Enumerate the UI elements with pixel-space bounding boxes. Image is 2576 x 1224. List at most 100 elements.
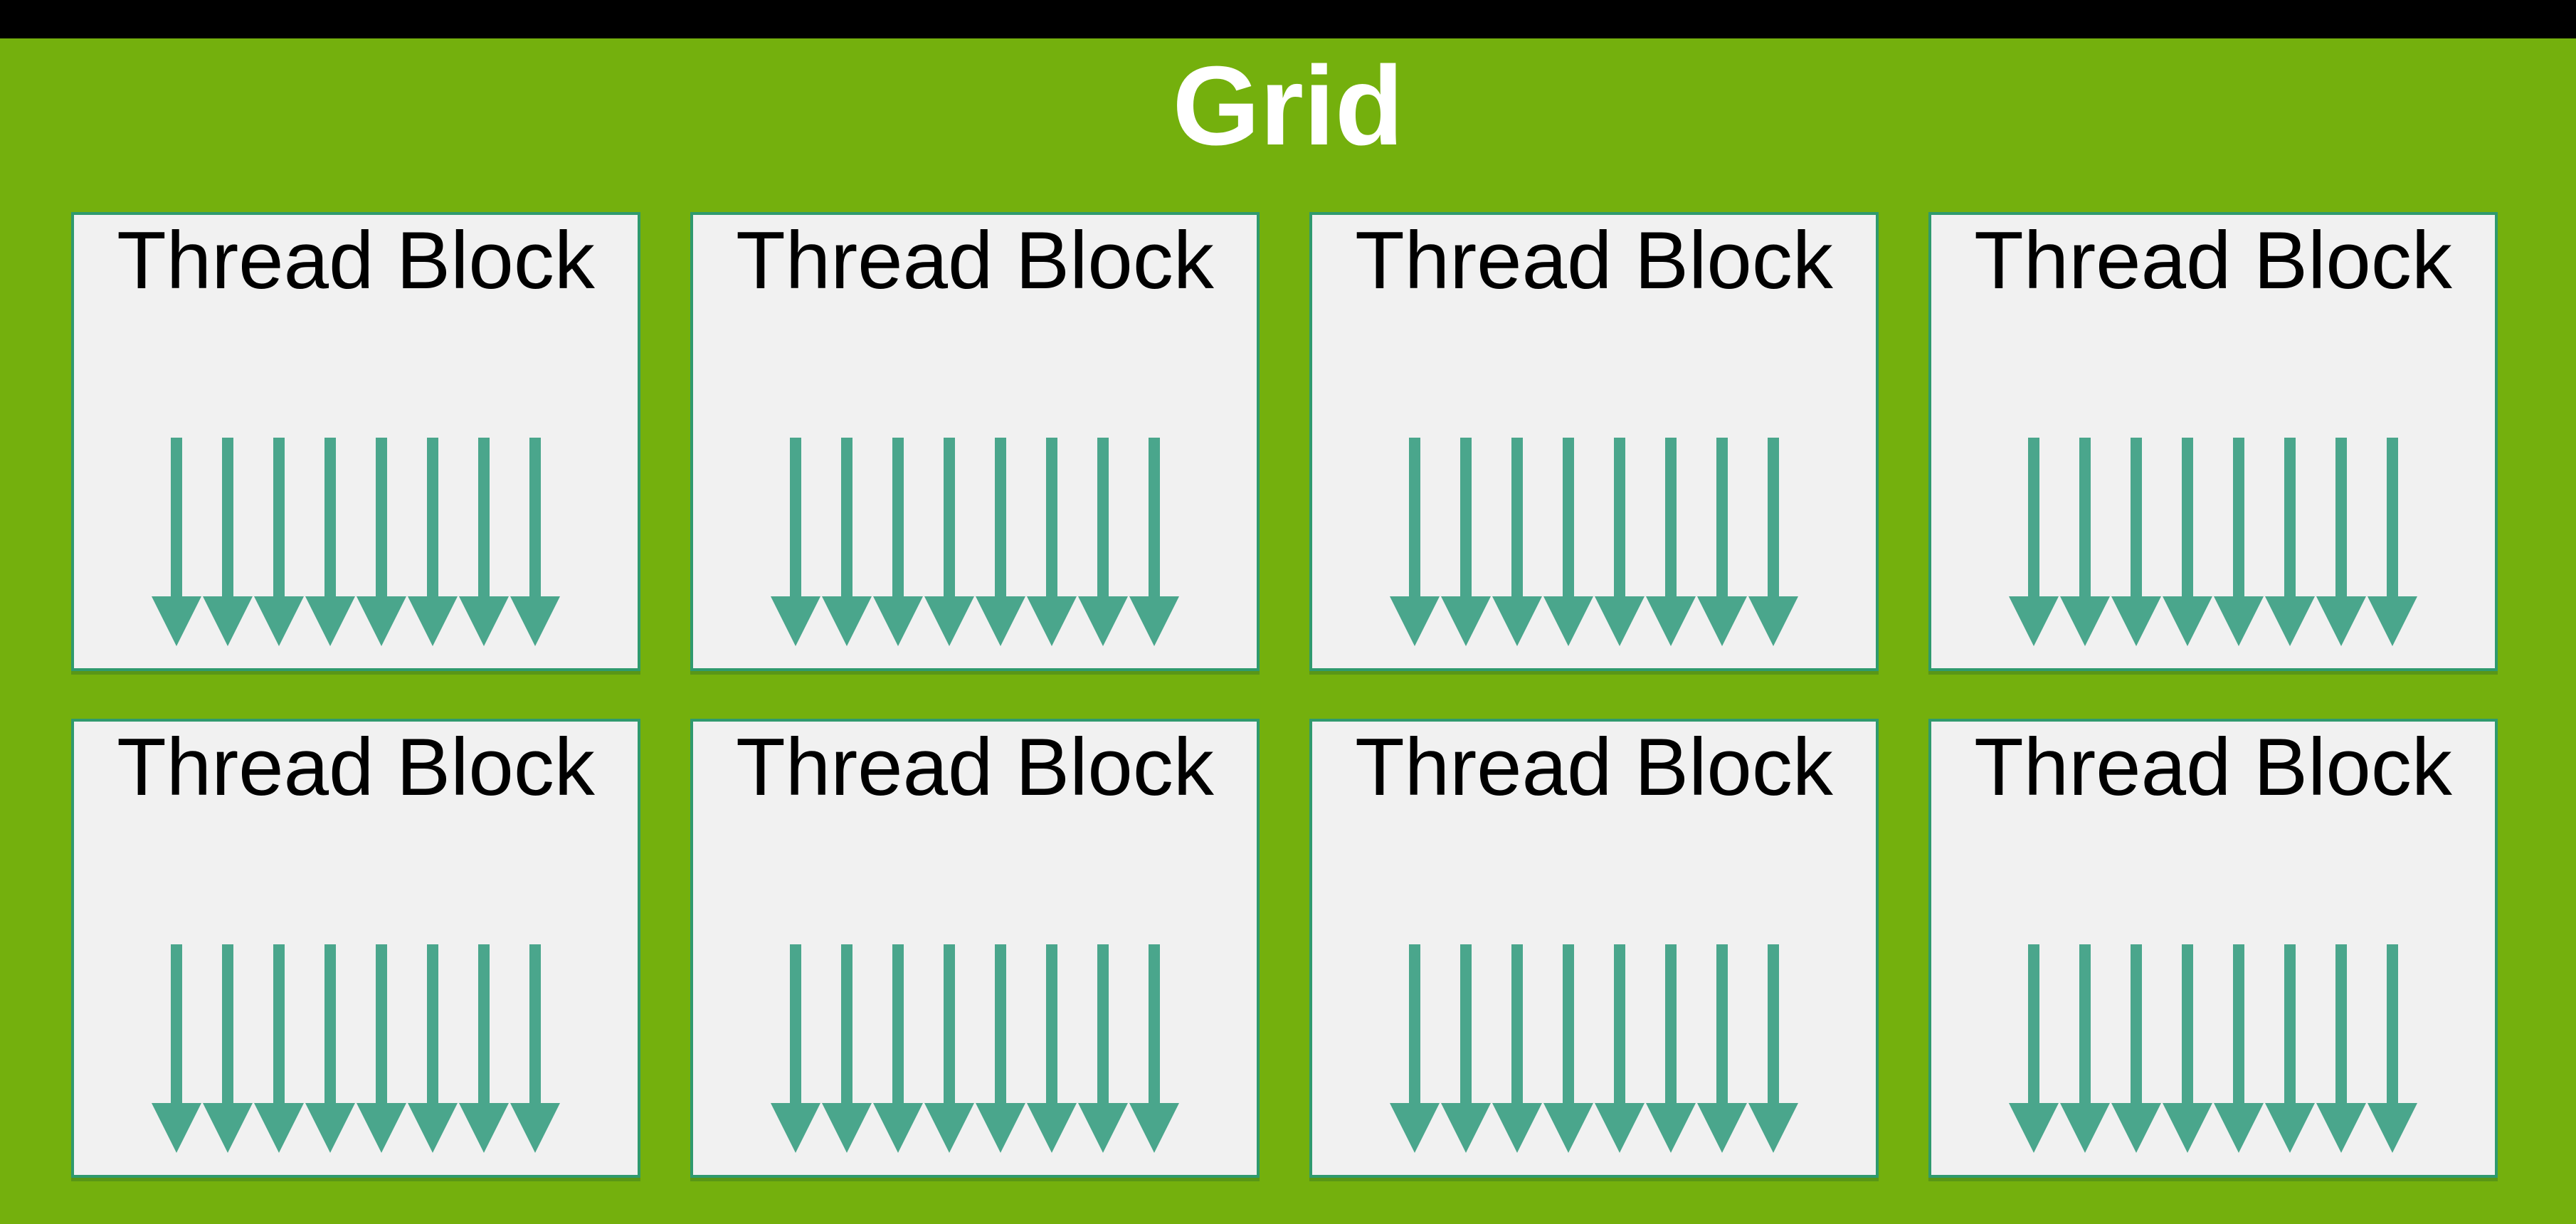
arrow-head bbox=[459, 1103, 509, 1153]
arrow-stem bbox=[790, 944, 801, 1103]
arrow-stem bbox=[273, 944, 285, 1103]
arrow-head bbox=[2316, 596, 2366, 646]
arrow-stem bbox=[1614, 944, 1625, 1103]
thread-arrow-icon bbox=[924, 438, 974, 646]
arrow-head bbox=[1697, 1103, 1747, 1153]
thread-arrow-icon bbox=[2060, 438, 2110, 646]
arrow-stem bbox=[529, 438, 541, 596]
arrow-head bbox=[510, 596, 560, 646]
grid-panel: Grid Thread Block Thread Block bbox=[0, 38, 2576, 1224]
thread-arrow-icon bbox=[822, 944, 872, 1153]
arrow-head bbox=[1129, 1103, 1179, 1153]
thread-arrow-icon bbox=[2265, 438, 2315, 646]
top-black-bar bbox=[0, 0, 2576, 38]
arrow-head bbox=[822, 1103, 872, 1153]
thread-arrows-row bbox=[693, 944, 1257, 1153]
arrow-head bbox=[873, 596, 923, 646]
arrow-stem bbox=[273, 438, 285, 596]
arrow-head bbox=[2214, 1103, 2264, 1153]
thread-arrow-icon bbox=[2111, 944, 2161, 1153]
arrow-stem bbox=[1768, 944, 1779, 1103]
arrow-head bbox=[1595, 1103, 1645, 1153]
thread-arrow-icon bbox=[1441, 438, 1491, 646]
arrow-stem bbox=[1409, 438, 1420, 596]
arrow-stem bbox=[995, 438, 1006, 596]
thread-arrow-icon bbox=[2214, 944, 2264, 1153]
thread-arrow-icon bbox=[976, 944, 1025, 1153]
thread-arrow-icon bbox=[408, 438, 458, 646]
thread-arrow-icon bbox=[1697, 438, 1747, 646]
thread-arrow-icon bbox=[2368, 944, 2417, 1153]
arrow-stem bbox=[1149, 438, 1160, 596]
arrow-head bbox=[2265, 596, 2315, 646]
thread-arrow-icon bbox=[1543, 944, 1593, 1153]
arrow-head bbox=[203, 596, 253, 646]
thread-arrow-icon bbox=[459, 438, 509, 646]
thread-arrow-icon bbox=[976, 438, 1025, 646]
arrow-head bbox=[976, 596, 1025, 646]
thread-block-card: Thread Block bbox=[1309, 719, 1879, 1178]
thread-arrow-icon bbox=[2060, 944, 2110, 1153]
arrow-stem bbox=[1149, 944, 1160, 1103]
thread-arrow-icon bbox=[1078, 438, 1128, 646]
arrow-stem bbox=[324, 438, 336, 596]
arrow-stem bbox=[995, 944, 1006, 1103]
thread-block-card: Thread Block bbox=[1928, 212, 2498, 671]
thread-arrow-icon bbox=[1595, 438, 1645, 646]
arrow-stem bbox=[427, 944, 438, 1103]
arrow-head bbox=[408, 596, 458, 646]
arrow-head bbox=[254, 1103, 304, 1153]
arrow-stem bbox=[376, 438, 387, 596]
arrow-stem bbox=[2182, 944, 2193, 1103]
arrow-head bbox=[305, 596, 355, 646]
arrow-head bbox=[2009, 596, 2059, 646]
thread-arrow-icon bbox=[1129, 944, 1179, 1153]
arrow-stem bbox=[1563, 438, 1574, 596]
arrow-stem bbox=[2028, 438, 2039, 596]
thread-arrow-icon bbox=[254, 944, 304, 1153]
thread-arrow-icon bbox=[1129, 438, 1179, 646]
thread-arrows-row bbox=[1931, 944, 2495, 1153]
arrow-head bbox=[771, 1103, 820, 1153]
arrow-head bbox=[1697, 596, 1747, 646]
thread-block-label: Thread Block bbox=[1974, 722, 2452, 813]
thread-block-card: Thread Block bbox=[71, 719, 640, 1178]
thread-arrow-icon bbox=[152, 438, 201, 646]
grid-title: Grid bbox=[1172, 43, 1404, 169]
arrow-head bbox=[152, 1103, 201, 1153]
arrow-stem bbox=[2387, 438, 2398, 596]
arrow-stem bbox=[2335, 438, 2347, 596]
thread-arrows-row bbox=[1312, 944, 1876, 1153]
arrow-stem bbox=[1046, 944, 1057, 1103]
thread-block-label: Thread Block bbox=[736, 216, 1214, 306]
thread-arrow-icon bbox=[1027, 944, 1077, 1153]
arrow-stem bbox=[2284, 438, 2296, 596]
thread-arrow-icon bbox=[2316, 944, 2366, 1153]
thread-block-label: Thread Block bbox=[1355, 722, 1833, 813]
thread-arrow-icon bbox=[771, 438, 820, 646]
thread-arrow-icon bbox=[2368, 438, 2417, 646]
thread-arrow-icon bbox=[2163, 438, 2212, 646]
arrow-head bbox=[1078, 596, 1128, 646]
arrow-head bbox=[1390, 1103, 1440, 1153]
thread-arrow-icon bbox=[1697, 944, 1747, 1153]
arrow-head bbox=[408, 1103, 458, 1153]
thread-arrow-icon bbox=[510, 438, 560, 646]
thread-arrow-icon bbox=[2009, 438, 2059, 646]
arrow-stem bbox=[2028, 944, 2039, 1103]
arrow-stem bbox=[1097, 944, 1109, 1103]
thread-arrow-icon bbox=[1078, 944, 1128, 1153]
thread-arrow-icon bbox=[203, 944, 253, 1153]
thread-arrow-icon bbox=[510, 944, 560, 1153]
arrow-stem bbox=[1716, 944, 1728, 1103]
arrow-head bbox=[1441, 1103, 1491, 1153]
arrow-head bbox=[822, 596, 872, 646]
arrow-head bbox=[2060, 596, 2110, 646]
arrow-head bbox=[2316, 1103, 2366, 1153]
arrow-stem bbox=[2079, 438, 2091, 596]
thread-arrow-icon bbox=[2163, 944, 2212, 1153]
arrow-head bbox=[305, 1103, 355, 1153]
arrow-head bbox=[1646, 1103, 1696, 1153]
arrow-head bbox=[2009, 1103, 2059, 1153]
thread-arrow-icon bbox=[1646, 944, 1696, 1153]
